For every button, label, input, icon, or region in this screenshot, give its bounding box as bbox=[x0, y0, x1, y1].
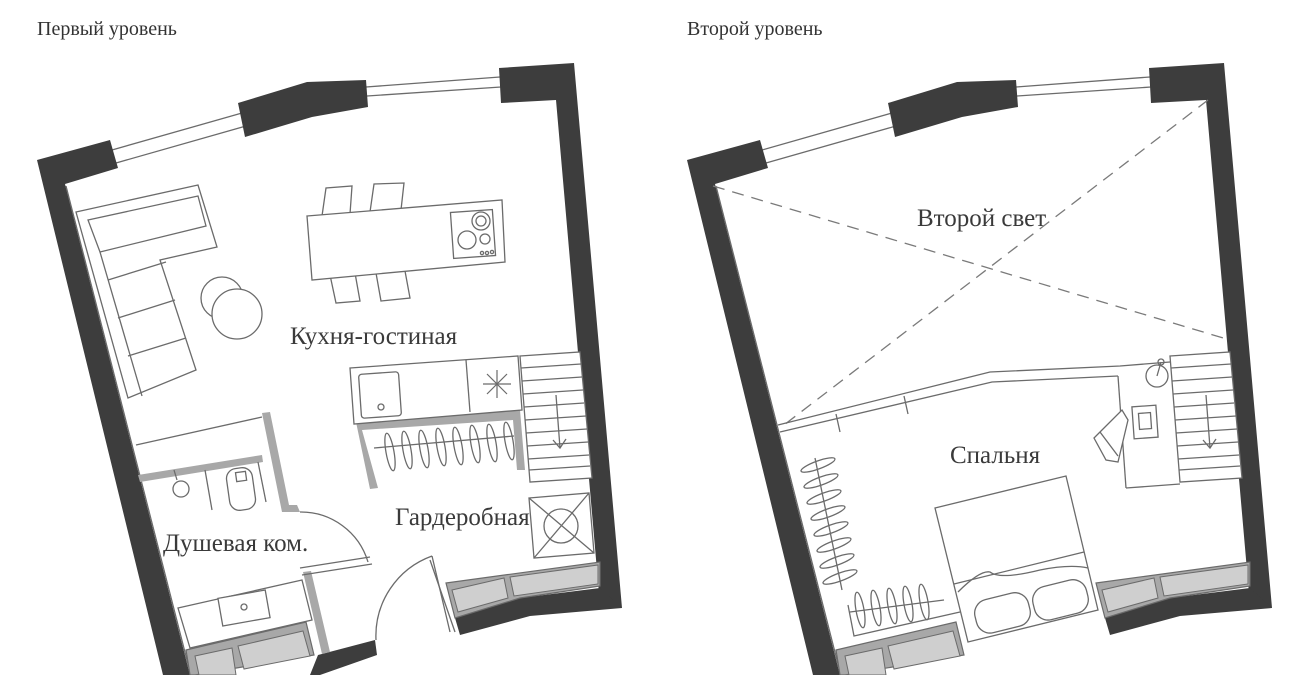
wall-pillar-middle-2 bbox=[888, 80, 1018, 137]
first-level-partitions bbox=[135, 410, 525, 654]
first-level-windows bbox=[111, 76, 502, 164]
second-light-diagonals bbox=[712, 99, 1231, 429]
staircase-second bbox=[1169, 351, 1243, 483]
partition-vertical-bath bbox=[303, 571, 330, 654]
second-level-windows bbox=[761, 76, 1152, 164]
wall-pillar-middle bbox=[238, 80, 368, 137]
first-level-title: Первый уровень bbox=[37, 18, 177, 40]
wall-bottom-left bbox=[310, 640, 377, 675]
room-label-bedroom: Спальня bbox=[950, 442, 1041, 469]
partition-shower bbox=[262, 412, 300, 512]
wall-bottom-right-2 bbox=[1105, 588, 1272, 635]
second-level-plan: Второй свет Спальня bbox=[687, 63, 1272, 675]
wardrobe-hangers-second bbox=[800, 457, 961, 637]
kitchen-counter bbox=[349, 355, 523, 425]
sofa bbox=[75, 184, 218, 399]
dining-island bbox=[306, 182, 506, 304]
snowflake-icon bbox=[483, 370, 511, 398]
staircase-first bbox=[519, 351, 593, 483]
room-label-kitchen-living: Кухня-гостиная bbox=[290, 323, 458, 350]
entrance-door bbox=[375, 555, 451, 641]
partition-shower-low bbox=[138, 455, 263, 482]
bottom-storage-second bbox=[835, 561, 1251, 675]
bottom-storage bbox=[185, 561, 601, 675]
room-label-shower: Душевая ком. bbox=[163, 530, 308, 557]
bed bbox=[934, 475, 1099, 643]
bathroom-fixtures bbox=[172, 461, 373, 649]
mezzanine-railing bbox=[777, 361, 1181, 489]
coffee-tables bbox=[200, 276, 263, 340]
second-level-title: Второй уровень bbox=[687, 18, 823, 40]
workspace bbox=[1093, 358, 1169, 463]
ventilation-box bbox=[528, 492, 595, 559]
wardrobe-hangers-first bbox=[373, 421, 515, 472]
wall-bottom-right bbox=[455, 588, 622, 635]
wall-top-left bbox=[37, 140, 190, 675]
partition-wardrobe bbox=[356, 410, 525, 489]
room-label-second-light: Второй свет bbox=[917, 205, 1046, 232]
room-label-wardrobe: Гардеробная bbox=[395, 504, 530, 531]
wall-right-2 bbox=[1149, 63, 1272, 608]
wall-top-left-2 bbox=[687, 140, 840, 675]
first-level-plan: Кухня-гостиная Душевая ком. Гардеробная bbox=[37, 63, 622, 675]
